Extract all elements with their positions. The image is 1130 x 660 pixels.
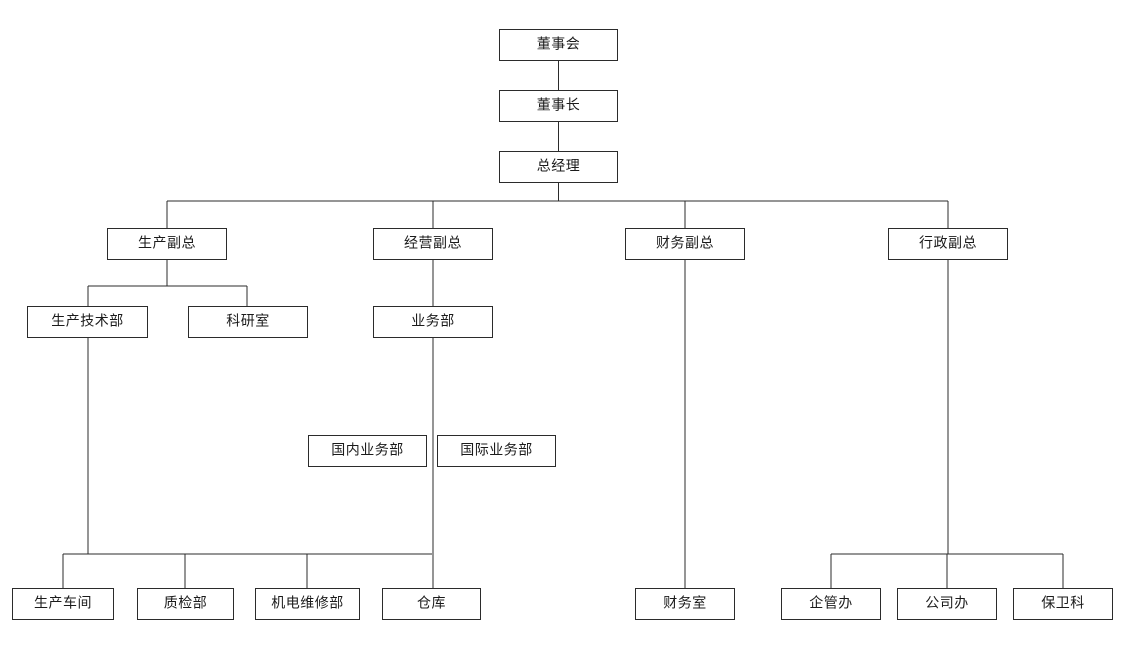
org-node-vp-admin[interactable]: 行政副总 <box>888 228 1008 260</box>
org-node-domestic-business[interactable]: 国内业务部 <box>308 435 427 467</box>
org-node-label: 生产副总 <box>138 235 196 252</box>
org-node-research-office[interactable]: 科研室 <box>188 306 308 338</box>
org-node-label: 机电维修部 <box>271 595 344 612</box>
org-node-business-dept[interactable]: 业务部 <box>373 306 493 338</box>
org-node-label: 国内业务部 <box>331 442 404 459</box>
org-node-label: 行政副总 <box>919 235 977 252</box>
org-node-label: 企管办 <box>809 595 853 612</box>
org-node-company-office[interactable]: 公司办 <box>897 588 997 620</box>
org-node-production-shop[interactable]: 生产车间 <box>12 588 114 620</box>
org-node-label: 总经理 <box>536 158 581 175</box>
org-node-label: 业务部 <box>411 313 455 330</box>
org-node-label: 生产车间 <box>34 595 92 612</box>
org-node-general-manager[interactable]: 总经理 <box>499 151 618 183</box>
org-node-vp-finance[interactable]: 财务副总 <box>625 228 745 260</box>
org-node-vp-production[interactable]: 生产副总 <box>107 228 227 260</box>
org-node-maintenance-dept[interactable]: 机电维修部 <box>255 588 360 620</box>
org-node-label: 财务室 <box>663 595 707 612</box>
org-node-prod-tech-dept[interactable]: 生产技术部 <box>27 306 148 338</box>
org-node-quality-dept[interactable]: 质检部 <box>137 588 234 620</box>
org-node-label: 生产技术部 <box>51 313 124 330</box>
org-node-label: 财务副总 <box>656 235 714 252</box>
org-node-vp-operations[interactable]: 经营副总 <box>373 228 493 260</box>
org-node-label: 董事长 <box>536 97 581 114</box>
org-node-label: 董事会 <box>536 36 581 53</box>
org-node-security-section[interactable]: 保卫科 <box>1013 588 1113 620</box>
org-node-label: 保卫科 <box>1041 595 1085 612</box>
org-node-label: 公司办 <box>925 595 969 612</box>
org-node-label: 科研室 <box>226 313 270 330</box>
org-node-label: 经营副总 <box>404 235 462 252</box>
org-node-enterprise-mgmt[interactable]: 企管办 <box>781 588 881 620</box>
org-node-intl-business[interactable]: 国际业务部 <box>437 435 556 467</box>
org-node-finance-office[interactable]: 财务室 <box>635 588 735 620</box>
org-node-board[interactable]: 董事会 <box>499 29 618 61</box>
org-node-warehouse[interactable]: 仓库 <box>382 588 481 620</box>
org-node-chairman[interactable]: 董事长 <box>499 90 618 122</box>
org-node-label: 质检部 <box>163 595 208 612</box>
org-node-label: 国际业务部 <box>460 442 533 459</box>
org-node-label: 仓库 <box>417 595 446 612</box>
